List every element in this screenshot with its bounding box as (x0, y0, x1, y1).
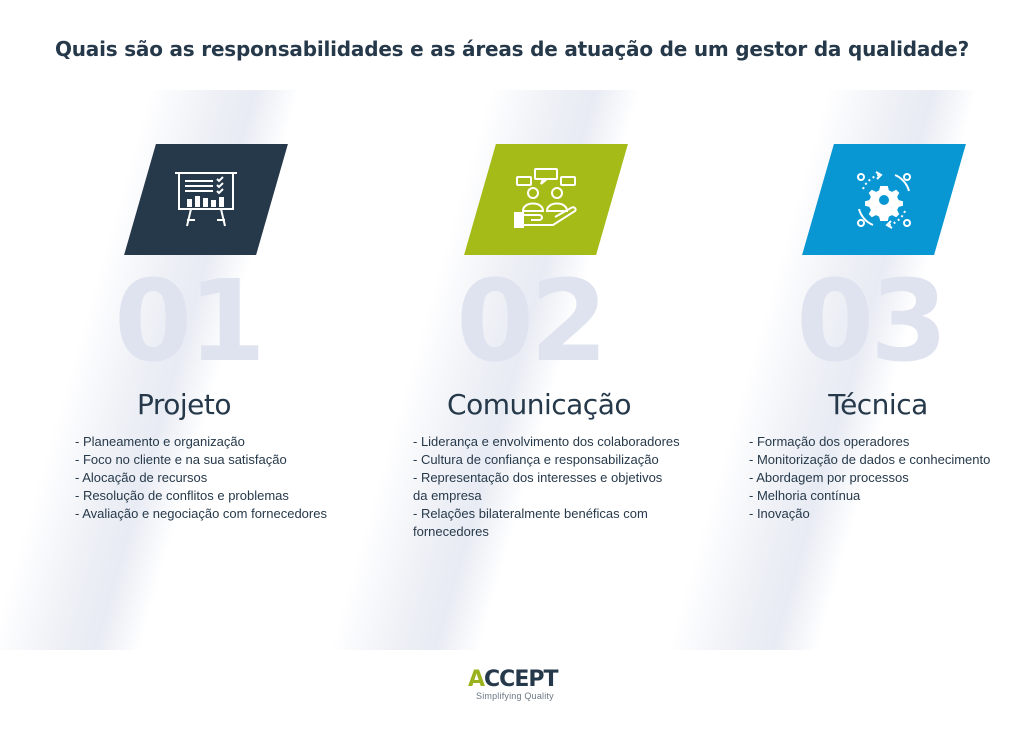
card-heading: Projeto (136, 388, 232, 421)
list-item: - Liderança e envolvimento dos colaborad… (413, 434, 680, 449)
card-badge (124, 144, 288, 255)
list-item: - Avaliação e negociação com fornecedore… (75, 506, 327, 521)
list-item: - Planeamento e organização (75, 434, 245, 449)
card-number: 02 (456, 257, 608, 387)
logo-wordmark-rest: CCEPT (484, 667, 558, 692)
presentation-board-icon (175, 171, 237, 226)
card-number: 01 (114, 257, 266, 387)
card-projeto: 01 Projeto - Planeamento e organização -… (0, 0, 330, 733)
team-communication-icon (514, 167, 577, 228)
card-list: - Planeamento e organização - Foco no cl… (75, 433, 375, 523)
accept-logo: ACCEPT Simplifying Quality (468, 669, 578, 702)
logo-accent-letter: A (468, 667, 485, 692)
card-badge (464, 144, 628, 255)
list-item: - Cultura de confiança e responsabilizaç… (413, 452, 659, 467)
card-list: - Formação dos operadores - Monitorizaçã… (749, 433, 1024, 523)
card-number: 03 (796, 257, 948, 387)
gear-cycle-icon (857, 170, 911, 229)
page-title: Quais são as responsabilidades e as área… (54, 37, 970, 62)
list-item: - Foco no cliente e na sua satisfação (75, 452, 287, 467)
list-item: - Abordagem por processos (749, 470, 909, 485)
logo-wordmark: ACCEPT (468, 669, 578, 691)
list-item: - Resolução de conflitos e problemas (75, 488, 289, 503)
logo-tagline: Simplifying Quality (476, 691, 554, 701)
list-item: - Relações bilateralmente benéficas com (413, 506, 648, 521)
card-tecnica: 03 Técnica - Formação dos operadores - M… (0, 0, 990, 733)
card-badge (802, 144, 966, 255)
list-item: - Representação dos interesses e objetiv… (413, 470, 663, 485)
list-item: fornecedores (413, 524, 489, 539)
list-item: - Melhoria contínua (749, 488, 861, 503)
list-item: - Formação dos operadores (749, 434, 910, 449)
list-item: - Alocação de recursos (75, 470, 208, 485)
list-item: da empresa (413, 488, 482, 503)
card-heading: Comunicação (447, 388, 631, 421)
card-comunicacao: 02 Comunicação - Liderança e envolviment… (0, 0, 680, 733)
list-item: - Inovação (749, 506, 810, 521)
list-item: - Monitorização de dados e conhecimento (749, 452, 991, 467)
card-heading: Técnica (828, 388, 928, 421)
card-list: - Liderança e envolvimento dos colaborad… (413, 433, 713, 541)
